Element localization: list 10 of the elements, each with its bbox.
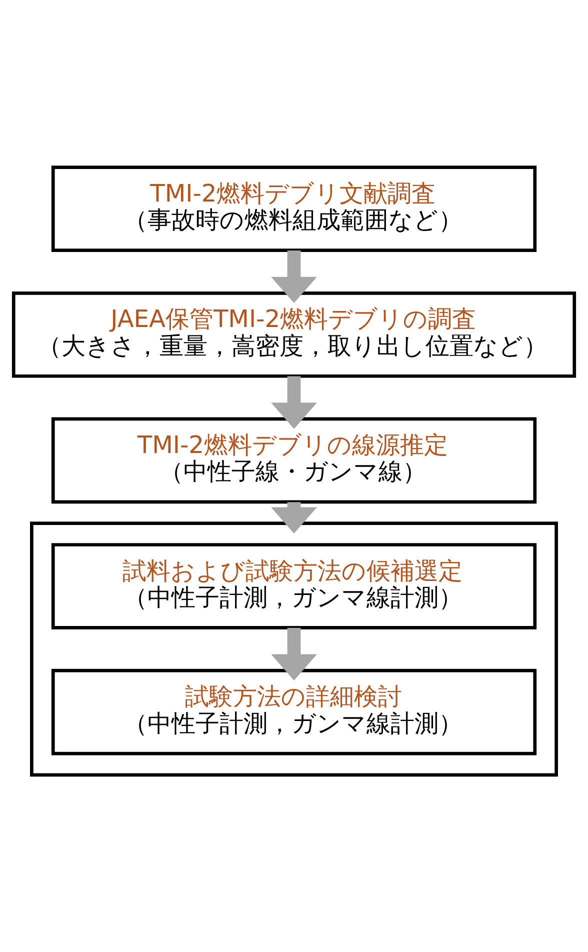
arrow bbox=[271, 250, 317, 303]
node-box: JAEA保管TMI-2燃料デブリの調査 （大きさ，重量，嵩密度，取り出し位置など） bbox=[12, 290, 576, 378]
cluster bbox=[30, 521, 558, 776]
node-box: TMI-2燃料デブリ文献調査 （事故時の燃料組成範囲など） bbox=[51, 165, 537, 252]
arrow bbox=[271, 376, 317, 428]
node-box: TMI-2燃料デブリの線源推定 （中性子線・ガンマ線） bbox=[51, 416, 537, 504]
arrow bbox=[271, 502, 317, 533]
node-box: 試験方法の詳細検討 （中性子計測，ガンマ線計測） bbox=[51, 668, 537, 755]
node-box: 試料および試験方法の候補選定 （中性子計測，ガンマ線計測） bbox=[51, 542, 537, 629]
arrow bbox=[271, 627, 317, 680]
